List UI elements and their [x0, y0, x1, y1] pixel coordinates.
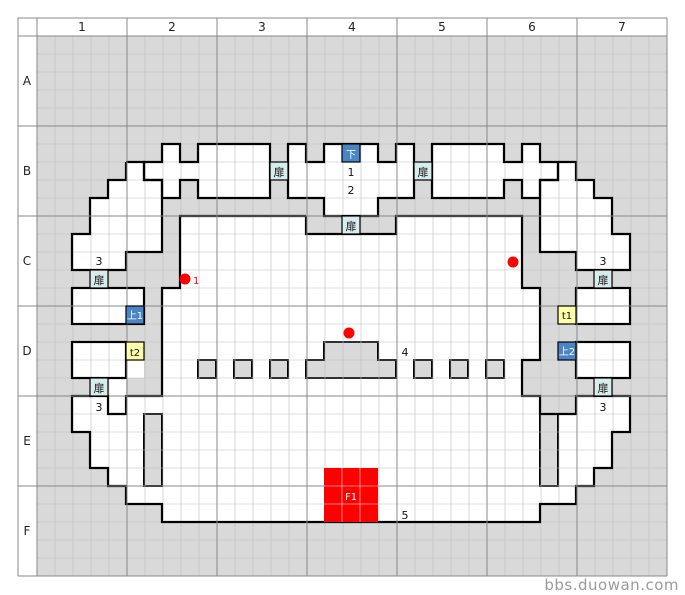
- boss-area-grid: [324, 468, 378, 522]
- column-header-2: 2: [168, 20, 176, 34]
- row-header-A: A: [23, 74, 32, 88]
- area-label-1: 1: [348, 166, 355, 179]
- wall-wing-upper-right: [538, 160, 632, 272]
- encounter-dot-3[interactable]: [343, 327, 355, 339]
- row-header-B: B: [23, 164, 31, 178]
- column-header-4: 4: [348, 20, 356, 34]
- door-right-lower[interactable]: 扉: [593, 377, 613, 397]
- door-left-lower-label: 扉: [94, 382, 105, 395]
- door-top-left-label: 扉: [274, 166, 285, 179]
- pillar-2: [233, 359, 253, 379]
- column-headers: 1 2 3 4 5 6 7: [78, 20, 626, 34]
- door-top-right[interactable]: 扉: [413, 161, 433, 181]
- row-header-E: E: [23, 434, 31, 448]
- area-label-3-lower-right: 3: [600, 401, 607, 414]
- door-top-left[interactable]: 扉: [269, 161, 289, 181]
- door-right-upper-label: 扉: [598, 274, 609, 287]
- column-header-strip: [37, 18, 667, 36]
- stairs-up-2-label: 上2: [559, 346, 575, 358]
- stairs-down-label: 下: [346, 150, 356, 161]
- door-right-upper[interactable]: 扉: [593, 269, 613, 289]
- column-header-3: 3: [258, 20, 266, 34]
- doors: 扉 扉 扉 扉 扉 扉 扉: [89, 161, 613, 397]
- wall-wing-upper-left: [70, 160, 164, 272]
- area-label-3-upper-left: 3: [96, 255, 103, 268]
- column-header-7: 7: [618, 20, 626, 34]
- door-top-center-label: 扉: [346, 220, 357, 233]
- door-top-center-box: [341, 215, 361, 235]
- area-label-3-lower-left: 3: [96, 401, 103, 414]
- door-top-center[interactable]: 扉: [341, 215, 361, 235]
- teleport-2-box: [125, 341, 145, 361]
- pillar-1: [197, 359, 217, 379]
- floor-room-top-left: [144, 144, 270, 198]
- area-label-5: 5: [402, 509, 409, 522]
- stairs-up-1-box: [125, 305, 145, 325]
- teleport-1-label: t1: [562, 311, 572, 322]
- stairs-up-2[interactable]: 上2: [557, 341, 577, 361]
- teleport-1[interactable]: t1: [557, 305, 577, 325]
- watermark: bbs.duowan.com: [544, 576, 679, 594]
- row-headers: A B C D E F: [22, 74, 32, 538]
- area-label-3-upper-right: 3: [600, 255, 607, 268]
- stairs-up-1[interactable]: 上1: [125, 305, 145, 325]
- wall-room-top-center: [286, 142, 416, 218]
- door-right-lower-box: [593, 377, 613, 397]
- floor-main-hall: [162, 216, 540, 378]
- stairs-down-box: [341, 143, 361, 163]
- door-left-upper-label: 扉: [94, 274, 105, 287]
- door-left-upper-box: [89, 269, 109, 289]
- row-header-C: C: [23, 254, 31, 268]
- area-label-4: 4: [402, 346, 409, 359]
- encounter-dot-1-label: 1: [193, 276, 199, 287]
- column-header-1: 1: [78, 20, 86, 34]
- door-left-upper[interactable]: 扉: [89, 269, 109, 289]
- pillar-3: [269, 359, 289, 379]
- encounter-dot-1[interactable]: [179, 273, 191, 285]
- door-right-lower-label: 扉: [598, 382, 609, 395]
- pillar-6: [485, 359, 505, 379]
- column-header-6: 6: [528, 20, 536, 34]
- boss-label: F1: [345, 492, 357, 503]
- corner-cell: [17, 17, 38, 37]
- teleport-2[interactable]: t2: [125, 341, 145, 361]
- teleport-1-box: [557, 305, 577, 325]
- door-top-left-box: [269, 161, 289, 181]
- door-left-lower-box: [89, 377, 109, 397]
- row-header-F: F: [24, 524, 31, 538]
- teleport-2-label: t2: [130, 348, 140, 359]
- door-top-right-label: 扉: [418, 166, 429, 179]
- stairs-up-1-label: 上1: [127, 310, 143, 322]
- encounter-dot-2[interactable]: [507, 256, 519, 268]
- door-left-lower[interactable]: 扉: [89, 377, 109, 397]
- pillar-4: [413, 359, 433, 379]
- boss-area[interactable]: [324, 468, 378, 522]
- stairs-up-2-box: [557, 341, 577, 361]
- stairs-down[interactable]: 下: [341, 143, 361, 163]
- pillar-5: [449, 359, 469, 379]
- door-top-right-box: [413, 161, 433, 181]
- floor-room-top-right: [432, 144, 558, 198]
- area-label-2: 2: [348, 184, 355, 197]
- row-header-D: D: [22, 344, 31, 358]
- column-header-5: 5: [438, 20, 446, 34]
- door-right-upper-box: [593, 269, 613, 289]
